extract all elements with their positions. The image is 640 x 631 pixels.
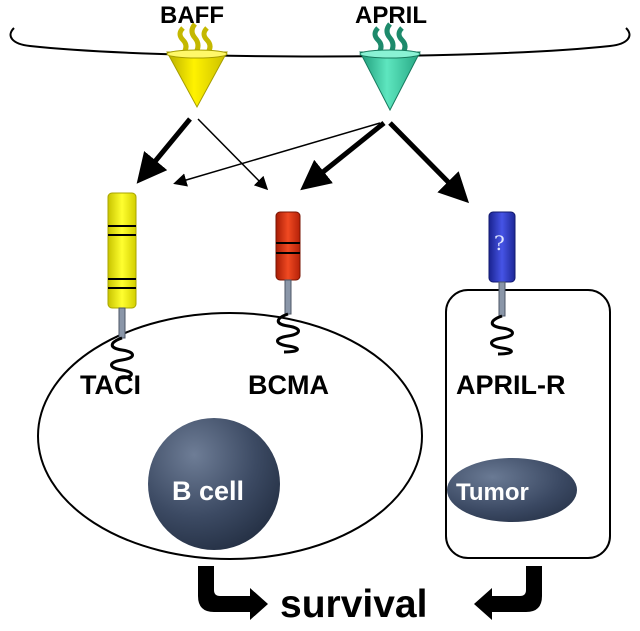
- april-label: APRIL: [355, 2, 427, 29]
- survival-arrow-right: [474, 566, 542, 620]
- arrow-april-to-bcma: [300, 121, 386, 191]
- bcma-receptor-shape: [275, 211, 301, 354]
- upper-membrane: [9, 27, 631, 58]
- survival-arrow-left: [198, 566, 268, 620]
- survival-label: survival: [280, 583, 428, 626]
- taci-label: TACI: [80, 370, 141, 400]
- arrow-april-to-taci: [173, 122, 381, 187]
- april-r-label: APRIL-R: [456, 370, 566, 400]
- arrow-baff-to-bcma: [197, 118, 269, 191]
- tumor-label: Tumor: [456, 479, 529, 506]
- b-cell-nucleus: [148, 418, 280, 550]
- taci-receptor-shape: [107, 192, 137, 380]
- bcma-label: BCMA: [248, 370, 329, 400]
- tumor-nucleus: [447, 458, 577, 522]
- b-cell-label: B cell: [172, 476, 245, 506]
- april-ligand-shape: [359, 22, 421, 112]
- baff-label: BAFF: [160, 2, 224, 29]
- baff-ligand-shape: [166, 22, 228, 109]
- april-r-receptor-shape: [488, 211, 516, 356]
- april-r-unknown-mark: ?: [494, 231, 505, 255]
- arrow-baff-to-taci: [136, 117, 192, 184]
- arrow-april-to-april-r: [388, 121, 470, 204]
